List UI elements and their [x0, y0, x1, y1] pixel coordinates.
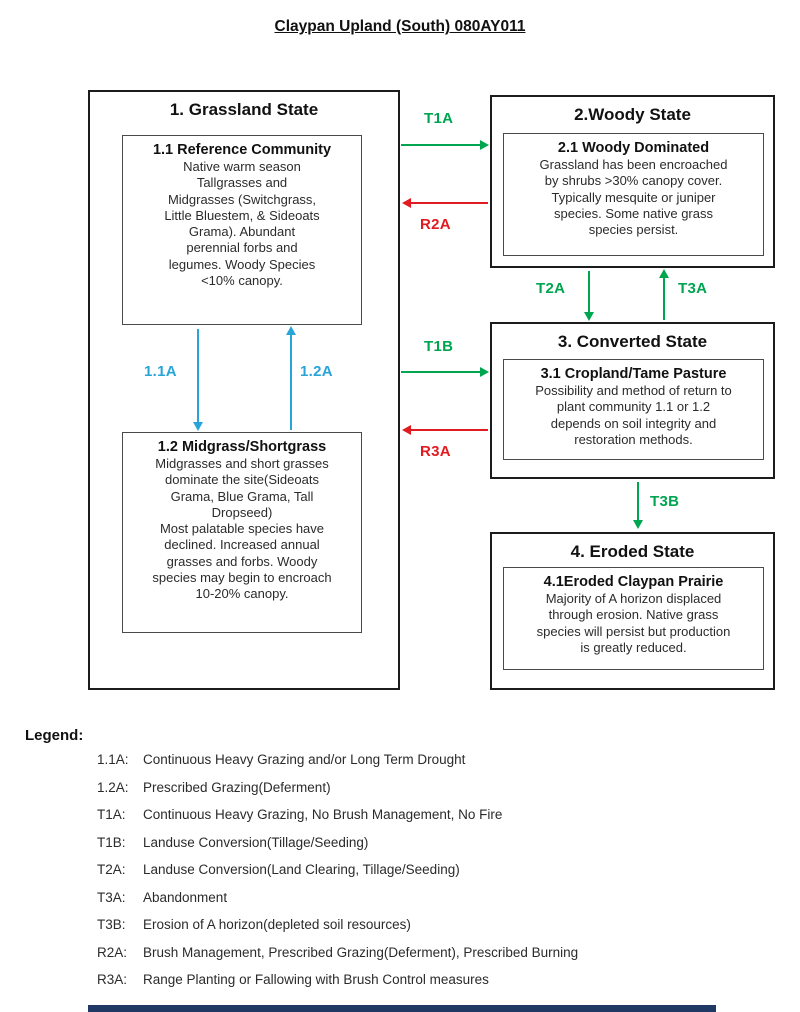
transition-label-t1b: T1B	[424, 338, 454, 355]
community-heading: 2.1 Woody Dominated	[557, 140, 710, 156]
transition-arrow-t3b	[633, 482, 643, 529]
community-body: Native warm season Tallgrasses and Midgr…	[164, 159, 320, 288]
transition-label-t3a: T3A	[678, 280, 708, 297]
legend-item-t1a: T1A: Continuous Heavy Grazing, No Brush M…	[97, 807, 775, 835]
legend-text: Continuous Heavy Grazing, No Brush Manag…	[143, 807, 503, 822]
state-box-converted: 3. Converted State 3.1 Cropland/Tame Pas…	[490, 322, 775, 479]
community-heading: 3.1 Cropland/Tame Pasture	[540, 366, 727, 382]
state-title: 2.Woody State	[574, 105, 691, 124]
community-box-eroded-claypan-prairie: 4.1Eroded Claypan Prairie Majority of A …	[503, 567, 764, 670]
community-box-woody-dominated: 2.1 Woody Dominated Grassland has been e…	[503, 133, 764, 256]
state-title: 4. Eroded State	[570, 542, 695, 561]
transition-label-r3a: R3A	[420, 443, 451, 460]
legend-code: T2A:	[97, 862, 126, 877]
pathway-label-1-1a: 1.1A	[144, 363, 177, 380]
state-title: 1. Grassland State	[169, 100, 319, 119]
state-title: 3. Converted State	[557, 332, 708, 351]
community-body: Possibility and method of return to plan…	[535, 383, 732, 447]
community-body: Grassland has been encroached by shrubs …	[539, 157, 728, 238]
state-box-woody: 2.Woody State 2.1 Woody Dominated Grassl…	[490, 95, 775, 268]
transition-label-t3b: T3B	[650, 493, 680, 510]
transition-label-r2a: R2A	[420, 216, 451, 233]
bottom-bar	[88, 1005, 716, 1012]
transition-arrow-t2a	[584, 271, 594, 321]
legend-text: Range Planting or Fallowing with Brush C…	[143, 972, 489, 987]
community-heading: 1.1 Reference Community	[152, 142, 332, 158]
transition-arrow-r3a	[402, 425, 488, 435]
legend-text: Erosion of A horizon(depleted soil resou…	[143, 917, 411, 932]
transition-label-t2a: T2A	[536, 280, 566, 297]
transition-arrow-t3a	[659, 269, 669, 320]
community-box-reference: 1.1 Reference Community Native warm seas…	[122, 135, 362, 325]
legend-item-t3a: T3A: Abandonment	[97, 890, 775, 918]
community-heading: 1.2 Midgrass/Shortgrass	[157, 439, 327, 455]
community-box-cropland-tame-pasture: 3.1 Cropland/Tame Pasture Possibility an…	[503, 359, 764, 460]
legend-item-t2a: T2A: Landuse Conversion(Land Clearing, Ti…	[97, 862, 775, 890]
legend-text: Landuse Conversion(Land Clearing, Tillag…	[143, 862, 460, 877]
state-box-grassland: 1. Grassland State 1.1 Reference Communi…	[88, 90, 400, 690]
transition-arrow-t1b	[401, 367, 489, 377]
legend-code: R2A:	[97, 944, 128, 960]
legend-item-t1b: T1B: Landuse Conversion(Tillage/Seeding)	[97, 835, 775, 863]
pathway-arrow-1-2a	[286, 326, 296, 430]
legend-code: T1A:	[97, 807, 126, 822]
legend-items: 1.1A: Continuous Heavy Grazing and/or Lon…	[97, 752, 775, 1000]
legend-item-r3a: R3A: Range Planting or Fallowing with Bru…	[97, 972, 775, 1000]
transition-arrow-r2a	[402, 198, 488, 208]
pathway-arrow-1-1a	[193, 329, 203, 431]
legend-text: Brush Management, Prescribed Grazing(Def…	[143, 944, 579, 960]
legend: Legend: 1.1A: Continuous Heavy Grazing an…	[25, 727, 775, 1000]
legend-text: Continuous Heavy Grazing and/or Long Ter…	[143, 752, 466, 767]
legend-item-r2a: R2A: Brush Management, Prescribed Grazing…	[97, 945, 775, 973]
legend-item-t3b: T3B: Erosion of A horizon(depleted soil r…	[97, 917, 775, 945]
transition-label-t1a: T1A	[424, 110, 454, 127]
legend-text: Landuse Conversion(Tillage/Seeding)	[143, 834, 369, 850]
legend-code: T3A:	[97, 889, 126, 905]
page-title: Claypan Upland (South) 080AY011	[274, 18, 526, 35]
legend-item-1-1a: 1.1A: Continuous Heavy Grazing and/or Lon…	[97, 752, 775, 780]
legend-text: Abandonment	[143, 889, 228, 905]
pathway-label-1-2a: 1.2A	[300, 363, 333, 380]
legend-text: Prescribed Grazing(Deferment)	[143, 779, 331, 795]
legend-code: T3B:	[97, 917, 126, 932]
legend-item-1-2a: 1.2A: Prescribed Grazing(Deferment)	[97, 780, 775, 808]
community-heading: 4.1Eroded Claypan Prairie	[543, 574, 724, 590]
community-body: Midgrasses and short grasses dominate th…	[152, 456, 332, 602]
legend-code: T1B:	[97, 834, 126, 850]
transition-arrow-t1a	[401, 140, 489, 150]
state-box-eroded: 4. Eroded State 4.1Eroded Claypan Prairi…	[490, 532, 775, 690]
legend-code: 1.2A:	[97, 779, 129, 795]
community-box-midgrass-shortgrass: 1.2 Midgrass/Shortgrass Midgrasses and s…	[122, 432, 362, 633]
legend-code: R3A:	[97, 972, 128, 987]
legend-code: 1.1A:	[97, 752, 129, 767]
community-body: Majority of A horizon displaced through …	[536, 591, 731, 655]
legend-header: Legend:	[25, 727, 84, 744]
